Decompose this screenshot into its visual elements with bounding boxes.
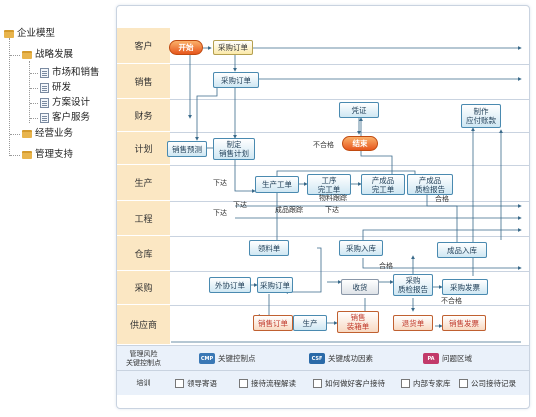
label-qualified: 合格 — [379, 262, 393, 270]
document-icon — [239, 379, 248, 388]
model-tree: 企业模型 战略发展 市场和销售 研发 方案设计 客户服务 经营业务 管理支持 — [0, 0, 118, 417]
lane-engineering: 工程 — [117, 201, 170, 236]
node-customer-po[interactable]: 采购订单 — [213, 40, 253, 55]
document-icon — [40, 83, 49, 93]
node-supplier-produce[interactable]: 生产 — [293, 315, 327, 331]
document-icon — [40, 68, 49, 78]
node-receive[interactable]: 收货 — [341, 279, 379, 295]
node-outsource-order[interactable]: 外协订单 — [209, 277, 251, 293]
node-end[interactable]: 结束 — [342, 136, 378, 151]
node-finished-done[interactable]: 产成品 完工单 — [361, 174, 405, 195]
node-make-payable[interactable]: 制作 应付账款 — [461, 104, 501, 128]
node-purchase-qc[interactable]: 采购 质检报告 — [393, 274, 433, 296]
cmp-icon: CMP — [199, 353, 215, 364]
document-icon — [175, 379, 184, 388]
training-item[interactable]: 领导寄语 — [175, 378, 217, 389]
node-make-sales-plan[interactable]: 制定 销售计划 — [213, 138, 255, 160]
lane-planning: 计划 — [117, 132, 170, 165]
legend-csf: CSF 关键成功因素 — [309, 353, 373, 364]
node-supplier-invoice[interactable]: 销售发票 — [442, 315, 486, 331]
label-dispatch: 下达 — [325, 206, 339, 214]
label-unqualified: 不合格 — [441, 297, 462, 305]
pa-icon: PA — [423, 353, 439, 364]
legend-training-row: 培训 领导寄语 接待流程解读 如何做好客户接待 内部专家库 公司接待记录 — [117, 370, 529, 395]
label-dispatch: 下达 — [213, 179, 227, 187]
training-item[interactable]: 接待流程解读 — [239, 378, 296, 389]
legend-pa: PA 问题区域 — [423, 353, 472, 364]
lane-purchasing: 采购 — [117, 271, 170, 305]
training-item[interactable]: 公司接待记录 — [459, 378, 516, 389]
legend-risk-row: 管理风险 关键控制点 CMP 关键控制点 CSF 关键成功因素 PA 问题区域 — [117, 345, 529, 371]
label-dispatch: 下达 — [213, 209, 227, 217]
label-dispatch: 下达 — [233, 201, 247, 209]
folder-icon — [22, 130, 32, 138]
lane-supplier: 供应商 — [117, 305, 170, 345]
label-unqualified: 不合格 — [313, 141, 334, 149]
node-purchase-order[interactable]: 采购订单 — [257, 277, 293, 293]
node-supplier-sales-order[interactable]: 销售订单 — [253, 315, 293, 331]
tree-item-customer-service[interactable]: 客户服务 — [40, 112, 90, 124]
tree-item-management[interactable]: 管理支持 — [22, 149, 73, 161]
lane-sales: 销售 — [117, 64, 170, 99]
process-diagram: 客户 销售 财务 计划 生产 工程 仓库 采购 供应商 — [116, 5, 530, 409]
tree-item-strategy[interactable]: 战略发展 — [22, 49, 73, 61]
training-item[interactable]: 如何做好客户接待 — [313, 378, 385, 389]
csf-icon: CSF — [309, 353, 325, 364]
node-voucher[interactable]: 凭证 — [339, 102, 379, 118]
tree-item-solution-design[interactable]: 方案设计 — [40, 97, 90, 109]
lane-production: 生产 — [117, 165, 170, 201]
label-material-tracking: 物料跟踪 — [319, 194, 347, 202]
tree-root[interactable]: 企业模型 — [4, 28, 55, 40]
label-qualified: 合格 — [435, 195, 449, 203]
tree-item-rnd[interactable]: 研发 — [40, 82, 71, 94]
lane-warehouse: 仓库 — [117, 236, 170, 271]
node-sales-forecast[interactable]: 销售预测 — [167, 141, 207, 157]
legend-cmp: CMP 关键控制点 — [199, 353, 256, 364]
node-supplier-packing-list[interactable]: 销售 装箱单 — [337, 311, 379, 333]
node-pick-list[interactable]: 领料单 — [249, 240, 289, 256]
document-icon — [40, 113, 49, 123]
lane-customer: 客户 — [117, 28, 170, 64]
node-process-done[interactable]: 工序 完工单 — [307, 174, 351, 195]
document-icon — [459, 379, 468, 388]
folder-icon — [22, 51, 32, 59]
node-purchase-invoice[interactable]: 采购发票 — [442, 279, 488, 295]
document-icon — [313, 379, 322, 388]
training-item[interactable]: 内部专家库 — [401, 378, 451, 389]
node-start[interactable]: 开始 — [169, 40, 203, 55]
node-production-order[interactable]: 生产工单 — [255, 176, 299, 193]
label-product-tracking: 成品跟踪 — [275, 206, 303, 214]
node-purchase-in[interactable]: 采购入库 — [339, 240, 383, 256]
folder-icon — [22, 151, 32, 159]
node-finished-qc[interactable]: 产成品 质检报告 — [407, 174, 453, 195]
folder-icon — [4, 30, 14, 38]
document-icon — [40, 98, 49, 108]
node-finished-in[interactable]: 成品入库 — [437, 242, 487, 258]
tree-item-operations[interactable]: 经营业务 — [22, 128, 73, 140]
node-sales-order[interactable]: 采购订单 — [213, 72, 259, 88]
tree-item-market-sales[interactable]: 市场和销售 — [40, 67, 100, 79]
people-icon — [401, 379, 410, 388]
lane-finance: 财务 — [117, 99, 170, 132]
node-supplier-return[interactable]: 退货单 — [393, 315, 433, 331]
